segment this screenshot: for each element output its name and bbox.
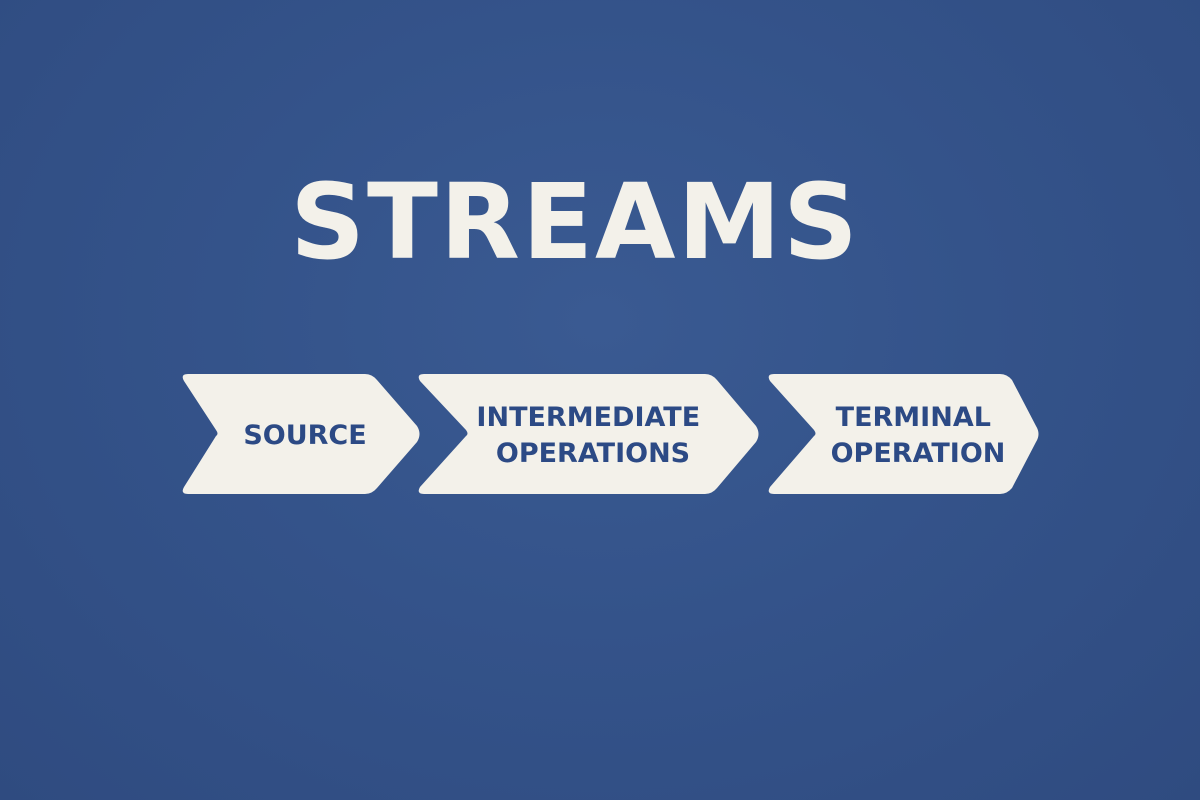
step-terminal: TERMINAL OPERATION xyxy=(768,374,1039,494)
diagram-title: STREAMS xyxy=(290,161,860,283)
step-source-label: SOURCE xyxy=(243,420,366,451)
step-source: SOURCE xyxy=(182,374,420,494)
step-terminal-label: TERMINAL OPERATION xyxy=(831,402,1006,469)
step-source-chevron xyxy=(182,374,420,494)
step-intermediate-chevron xyxy=(418,374,759,494)
step-terminal-chevron xyxy=(768,374,1039,494)
step-intermediate-label: INTERMEDIATE OPERATIONS xyxy=(476,402,709,469)
step-intermediate: INTERMEDIATE OPERATIONS xyxy=(418,374,759,494)
